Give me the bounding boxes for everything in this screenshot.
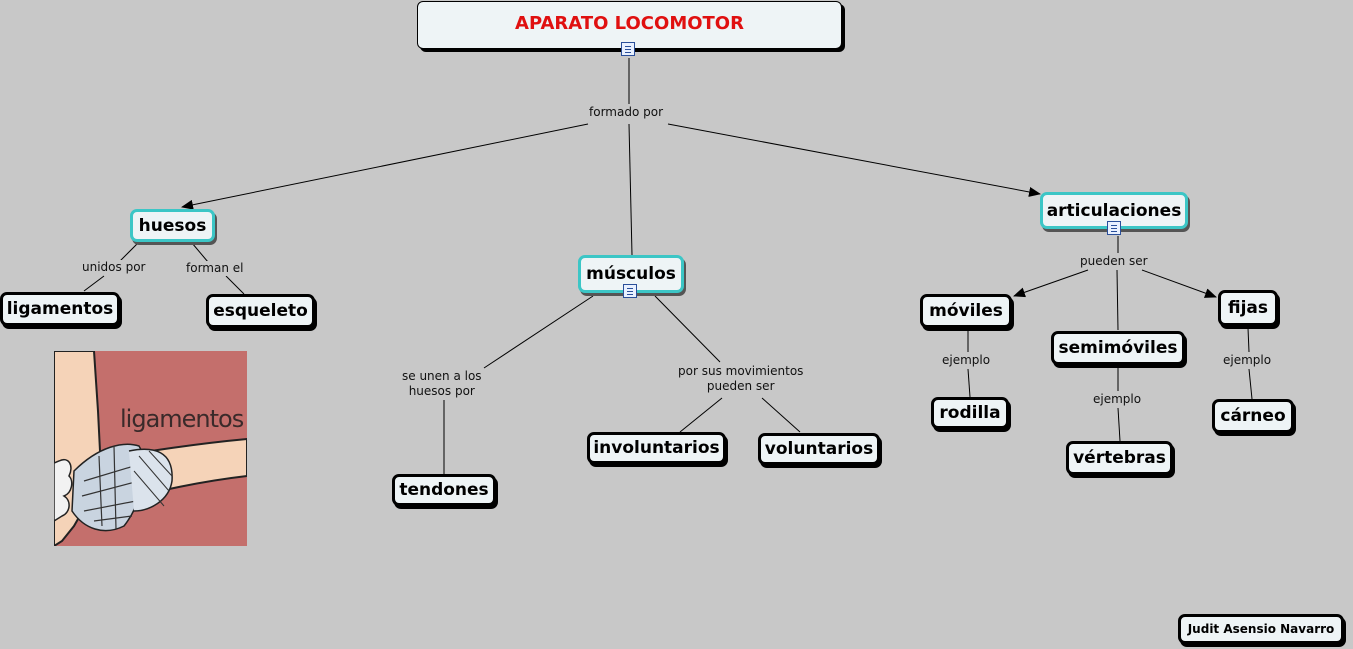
node-moviles[interactable]: móviles xyxy=(920,294,1012,328)
node-semimoviles[interactable]: semimóviles xyxy=(1051,331,1185,365)
link-label-forman-el: forman el xyxy=(186,261,243,276)
node-voluntarios[interactable]: voluntarios xyxy=(758,433,880,465)
link-label-pueden-ser: pueden ser xyxy=(1080,254,1148,269)
node-esqueleto[interactable]: esqueleto xyxy=(206,294,315,328)
node-rodilla[interactable]: rodilla xyxy=(931,397,1009,429)
elbow-ligaments-image: ligamentos xyxy=(54,351,247,546)
node-carneo[interactable]: cárneo xyxy=(1212,399,1294,433)
node-fijas[interactable]: fijas xyxy=(1218,290,1278,326)
node-tendones[interactable]: tendones xyxy=(392,474,496,506)
link-label-unidos-por: unidos por xyxy=(82,260,145,275)
node-huesos[interactable]: huesos xyxy=(130,209,215,242)
image-caption: ligamentos xyxy=(120,405,243,433)
document-icon[interactable] xyxy=(623,284,637,298)
link-label-formado-por: formado por xyxy=(589,105,663,120)
author-label: Judit Asensio Navarro xyxy=(1178,614,1344,644)
link-label-ejemplo-semimoviles: ejemplo xyxy=(1093,392,1141,407)
node-involuntarios[interactable]: involuntarios xyxy=(587,432,726,464)
document-icon[interactable] xyxy=(621,42,635,56)
node-ligamentos[interactable]: ligamentos xyxy=(0,292,120,326)
link-label-ejemplo-moviles: ejemplo xyxy=(942,353,990,368)
document-icon[interactable] xyxy=(1107,221,1121,235)
link-label-ejemplo-fijas: ejemplo xyxy=(1223,353,1271,368)
elbow-illustration xyxy=(54,351,247,546)
node-vertebras[interactable]: vértebras xyxy=(1066,441,1173,475)
